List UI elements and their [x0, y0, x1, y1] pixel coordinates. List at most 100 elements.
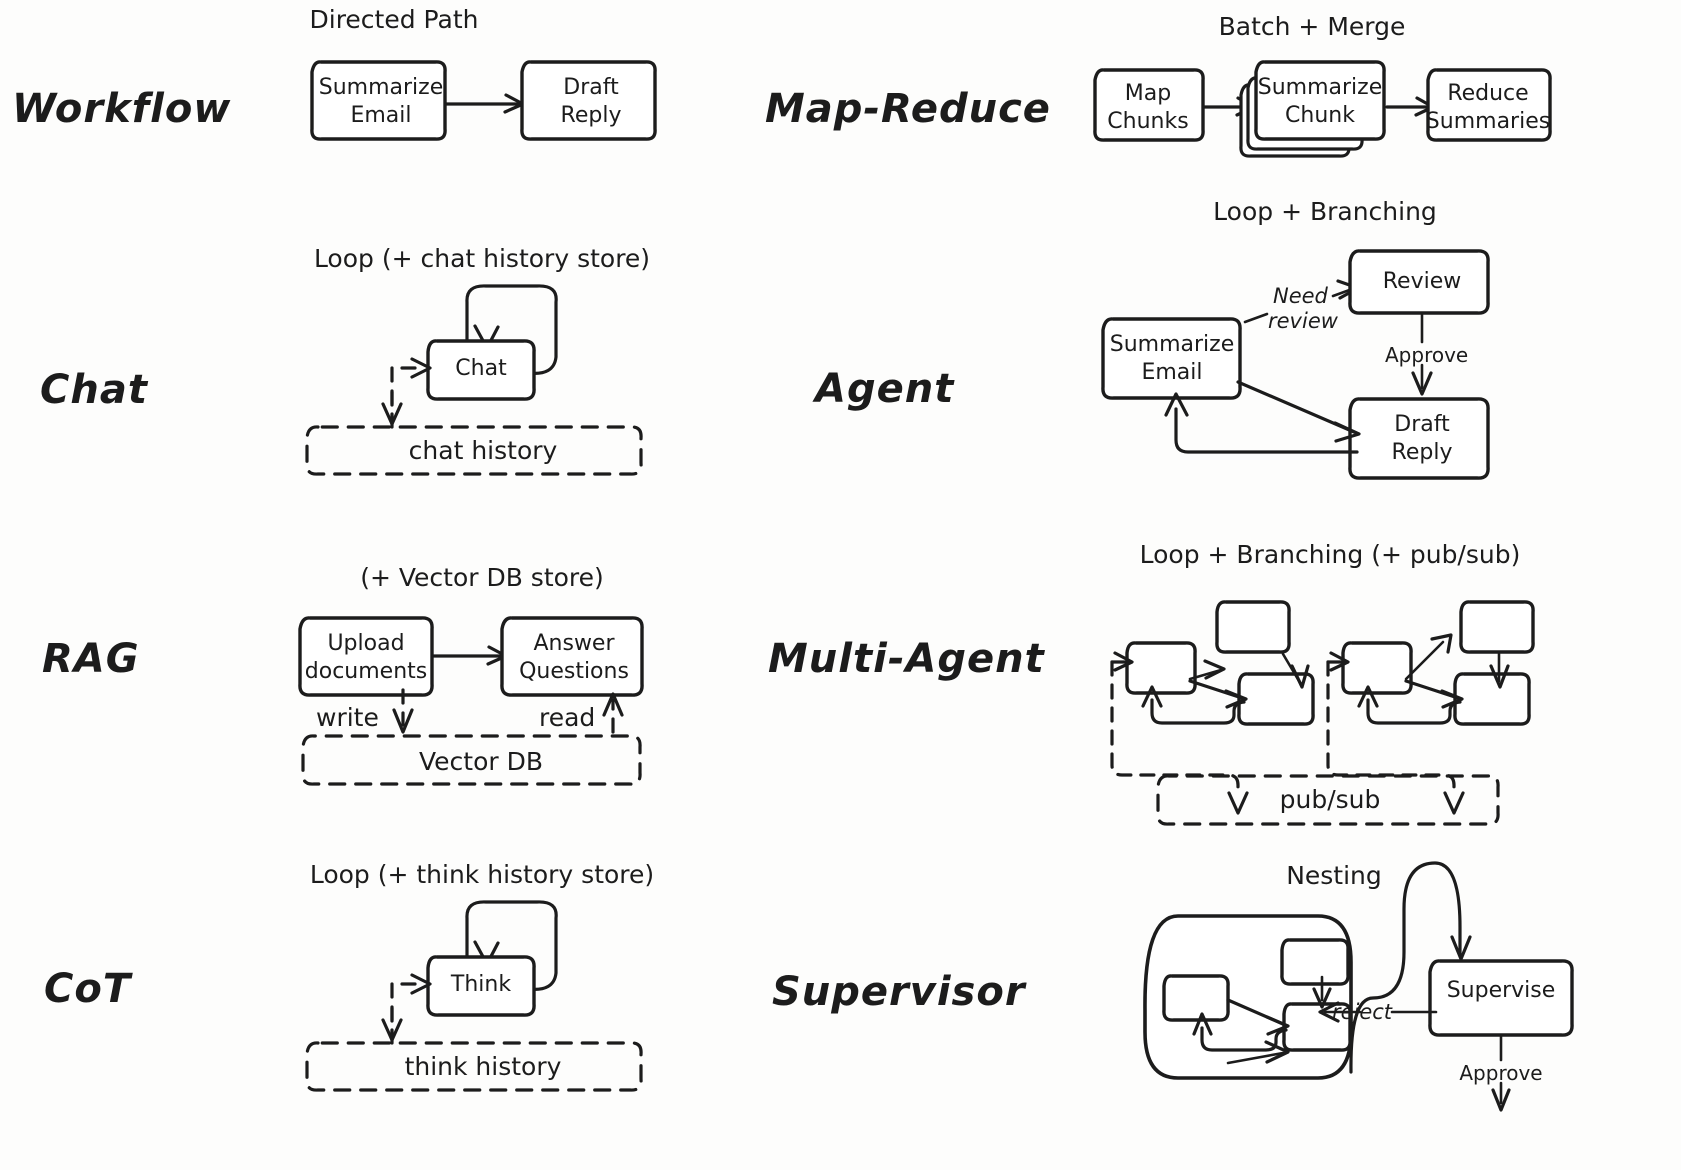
- edge-ma-b-left-right: [1404, 679, 1464, 709]
- node-label: Reply: [1392, 440, 1453, 465]
- edge-label-approve: Approve: [1385, 343, 1468, 367]
- edge-agent-summarize-to-draft: [1236, 380, 1361, 443]
- node-label: Answer: [533, 631, 615, 656]
- node-label: Summarize: [319, 75, 444, 100]
- edge-subgraph-to-supervise: [1349, 861, 1472, 1074]
- caption-loop-chat: Loop (+ chat history store): [314, 244, 650, 273]
- node-ma-b-left[interactable]: [1341, 641, 1413, 695]
- edge-ma-b-pubsub-in: [1326, 651, 1350, 672]
- edge-sup-top-bottom: [1312, 975, 1332, 1009]
- caption-loop-branching-pubsub: Loop + Branching (+ pub/sub): [1140, 540, 1521, 569]
- node-label: Questions: [519, 659, 629, 684]
- node-label: Review: [1383, 269, 1462, 294]
- edge-summarize-to-draft: [444, 93, 525, 114]
- row-label-multi-agent: Multi-Agent: [768, 636, 1046, 682]
- node-label: Reply: [561, 103, 622, 128]
- store-chat-history[interactable]: chat history: [305, 425, 643, 476]
- edge-ma-b-right-left: [1357, 685, 1462, 725]
- edge-label-review: review: [1268, 309, 1339, 333]
- node-answer-questions[interactable]: Answer Questions: [500, 616, 644, 697]
- store-vector-db[interactable]: Vector DB: [301, 734, 642, 786]
- node-label: Chunks: [1107, 109, 1188, 134]
- node-label: Map: [1125, 81, 1171, 106]
- edge-ma-b-left-top: [1404, 633, 1453, 681]
- node-ma-b-right[interactable]: [1453, 672, 1531, 726]
- edge-label-need: Need: [1273, 284, 1329, 308]
- edge-ma-a-left-right: [1188, 679, 1248, 709]
- node-sup-inner-top[interactable]: [1280, 938, 1350, 986]
- node-label: Summaries: [1426, 109, 1550, 134]
- node-label: Email: [350, 103, 411, 128]
- edge-ma-b-pubsub-out: [1326, 660, 1465, 815]
- row-label-cot: CoT: [44, 966, 133, 1012]
- edge-ma-b-top-right: [1489, 652, 1510, 689]
- store-think-history[interactable]: think history: [305, 1041, 643, 1092]
- caption-batch-merge: Batch + Merge: [1219, 12, 1406, 41]
- node-review[interactable]: Review: [1348, 249, 1490, 315]
- edge-label-approve: Approve: [1459, 1061, 1542, 1085]
- edge-ma-a-right-left: [1141, 685, 1246, 725]
- row-label-rag: RAG: [42, 636, 140, 682]
- node-supervise[interactable]: Supervise: [1428, 959, 1574, 1037]
- edge-write: write: [316, 688, 414, 734]
- edge-sup-left-top: [1226, 1040, 1290, 1065]
- edge-sup-left-bottom: [1226, 998, 1290, 1036]
- multiagent-cluster-a: [1110, 600, 1315, 815]
- node-agent-draft-reply[interactable]: Draft Reply: [1348, 397, 1490, 480]
- node-map-chunks[interactable]: Map Chunks: [1093, 68, 1205, 142]
- edge-think-history-write: [381, 1006, 403, 1042]
- edge-chat-history-read: [390, 357, 432, 429]
- node-ma-b-top[interactable]: [1459, 600, 1535, 654]
- node-agent-summarize-email[interactable]: Summarize Email: [1101, 317, 1242, 400]
- node-think[interactable]: Think: [426, 955, 536, 1017]
- caption-nesting: Nesting: [1286, 861, 1382, 890]
- node-label: documents: [305, 659, 427, 684]
- node-label: Think: [450, 972, 511, 997]
- store-label: chat history: [409, 436, 558, 465]
- node-label: Reduce: [1447, 81, 1528, 106]
- store-label: think history: [405, 1052, 562, 1081]
- store-pubsub[interactable]: pub/sub: [1156, 774, 1500, 826]
- node-label: Chunk: [1285, 103, 1355, 128]
- multiagent-cluster-b: [1326, 600, 1535, 815]
- node-chat[interactable]: Chat: [426, 339, 536, 401]
- edge-read: read: [539, 692, 624, 734]
- store-label: pub/sub: [1280, 785, 1381, 814]
- node-sup-inner-bottom[interactable]: [1282, 1002, 1352, 1052]
- node-ma-a-right[interactable]: [1237, 672, 1315, 726]
- node-summarize-chunk-stack[interactable]: Summarize Chunk: [1239, 60, 1386, 158]
- edge-agent-draft-to-summarize: [1164, 392, 1359, 454]
- edge-label-reject: reject: [1332, 1000, 1393, 1024]
- node-label: Summarize: [1110, 332, 1235, 357]
- node-reduce-summaries[interactable]: Reduce Summaries: [1426, 68, 1552, 142]
- edge-supervise-approve: Approve: [1459, 1034, 1543, 1112]
- row-label-supervisor: Supervisor: [772, 969, 1027, 1015]
- row-label-map-reduce: Map-Reduce: [765, 86, 1051, 132]
- edge-think-history-read: [390, 973, 432, 1045]
- store-label: Vector DB: [419, 747, 543, 776]
- node-ma-a-top[interactable]: [1215, 600, 1291, 654]
- edge-ma-a-top-right: [1281, 652, 1310, 689]
- node-label: Upload: [327, 631, 404, 656]
- row-label-agent: Agent: [812, 366, 955, 412]
- node-ma-a-left[interactable]: [1125, 641, 1197, 695]
- row-label-chat: Chat: [40, 367, 149, 413]
- caption-loop-think: Loop (+ think history store): [310, 860, 654, 889]
- edge-reject: reject: [1318, 1000, 1438, 1024]
- edge-approve: Approve: [1385, 313, 1468, 396]
- node-label: Summarize: [1258, 75, 1383, 100]
- edge-chat-history-write: [381, 390, 403, 426]
- edge-label-read: read: [539, 703, 595, 732]
- row-label-workflow: Workflow: [12, 86, 231, 132]
- node-label: Chat: [455, 356, 507, 381]
- edge-ma-a-pubsub-in: [1110, 651, 1134, 672]
- node-sup-inner-left[interactable]: [1162, 974, 1230, 1022]
- node-upload-documents[interactable]: Upload documents: [298, 616, 434, 697]
- caption-vector-db-store: (+ Vector DB store): [360, 563, 604, 592]
- node-label: Email: [1141, 360, 1202, 385]
- edge-sup-bottom-left: [1192, 1012, 1288, 1052]
- node-summarize-email[interactable]: Summarize Email: [310, 60, 447, 141]
- node-draft-reply[interactable]: Draft Reply: [520, 60, 657, 141]
